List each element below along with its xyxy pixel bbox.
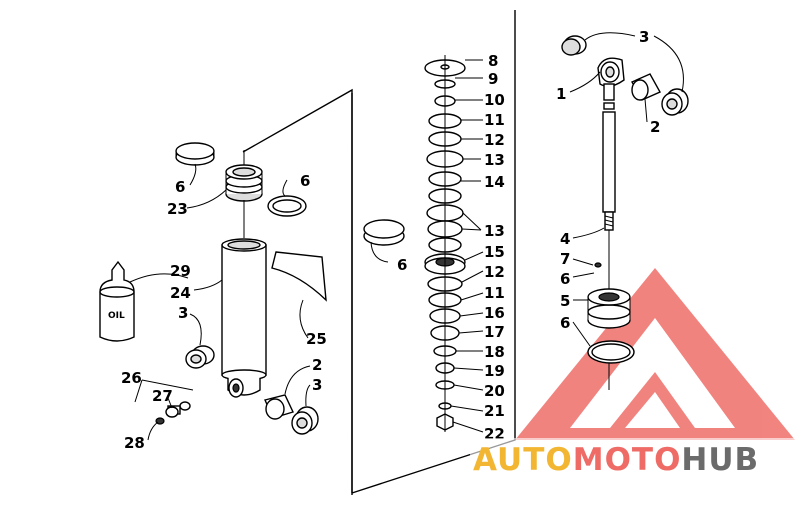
- oil-bottle-part-29: OIL: [99, 260, 135, 342]
- callout-26: 26: [121, 369, 142, 387]
- callout-11-lower: 11: [484, 284, 505, 302]
- callout-16: 16: [484, 304, 505, 322]
- callout-20: 20: [484, 382, 505, 400]
- bushing-part-3-left: [185, 345, 215, 369]
- svg-text:AUTOMOTOHUB: AUTOMOTOHUB: [473, 442, 759, 478]
- spacer-part-2-lower: [264, 394, 294, 420]
- callout-10: 10: [484, 91, 505, 109]
- callout-21: 21: [484, 402, 505, 420]
- callout-3-top-right: 3: [639, 28, 649, 46]
- callout-13-lower: 13: [484, 222, 505, 240]
- callout-1: 1: [556, 85, 566, 103]
- callout-24: 24: [170, 284, 191, 302]
- callout-6-right-lower: 6: [560, 314, 570, 332]
- callout-14: 14: [484, 173, 505, 191]
- callout-9: 9: [488, 70, 498, 88]
- o-ring-part-6-right: [587, 340, 635, 390]
- callout-6-right-upper: 6: [560, 270, 570, 288]
- watermark-auto: AUTO: [473, 442, 573, 478]
- watermark-logo: [515, 268, 795, 440]
- callout-3-lower: 3: [312, 376, 322, 394]
- callout-5: 5: [560, 292, 570, 310]
- seal-ring-part-6-center: [363, 219, 405, 246]
- spacer-part-2-upper: [631, 73, 661, 101]
- callout-19: 19: [484, 362, 505, 380]
- callout-6-upper-left: 6: [175, 178, 185, 196]
- watermark-moto: MOTO: [573, 442, 682, 478]
- watermark-text: AUTOMOTOHUB: [470, 438, 800, 478]
- callout-4: 4: [560, 230, 570, 248]
- callout-2-upper: 2: [650, 118, 660, 136]
- piston-assembly-part-23: [225, 150, 263, 202]
- callout-numbers: 8 9 10 11 12 13 14 13 15 12 11 16 17 18 …: [121, 28, 660, 452]
- shim-stack: [424, 55, 466, 432]
- callout-8: 8: [488, 52, 498, 70]
- shock-body-part-24: [221, 200, 267, 398]
- callout-17: 17: [484, 323, 505, 341]
- callout-12-upper: 12: [484, 131, 505, 149]
- callout-23: 23: [167, 200, 188, 218]
- callout-12-lower: 12: [484, 263, 505, 281]
- oil-label: OIL: [108, 311, 125, 321]
- seal-ring-part-6-upper-left: [175, 142, 215, 166]
- label-sticker-part-25: [271, 251, 327, 302]
- leader-lines: [129, 32, 684, 441]
- callout-6-center: 6: [397, 256, 407, 274]
- callout-28: 28: [124, 434, 145, 452]
- piston-shaft-part-4: [602, 102, 616, 290]
- callout-27: 27: [152, 387, 173, 405]
- callout-25: 25: [306, 330, 327, 348]
- callout-15: 15: [484, 243, 505, 261]
- callout-29: 29: [170, 262, 191, 280]
- bushing-part-3-top-right: [561, 35, 587, 56]
- seal-head-part-5: [587, 288, 631, 329]
- callout-2-lower: 2: [312, 356, 322, 374]
- shaft-eye-part-1: [597, 57, 625, 101]
- callout-13-upper: 13: [484, 151, 505, 169]
- valve-part-27: [165, 401, 191, 418]
- callout-3-left: 3: [178, 304, 188, 322]
- seal-ring-part-6-right: [267, 195, 307, 217]
- callout-6-right-ring: 6: [300, 172, 310, 190]
- bushing-part-3-right: [661, 88, 689, 116]
- callout-11-upper: 11: [484, 111, 505, 129]
- pin-part-7: [594, 262, 602, 268]
- callout-7: 7: [560, 250, 570, 268]
- bushing-part-3-lower: [291, 406, 319, 435]
- watermark-hub: HUB: [681, 442, 759, 478]
- callout-18: 18: [484, 343, 505, 361]
